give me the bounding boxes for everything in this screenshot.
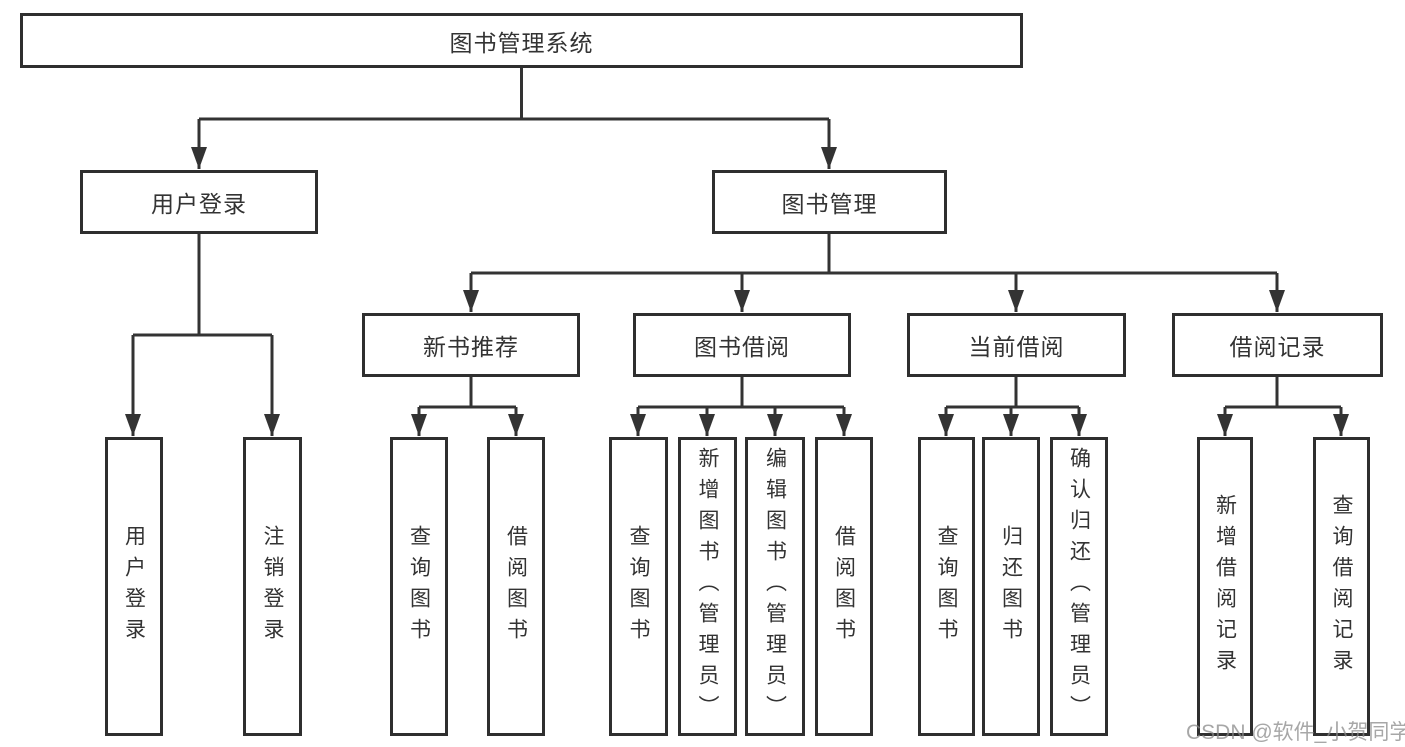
leaf-edit-book-admin: 编辑图书（管理员） xyxy=(745,437,805,736)
leaf-query-borrow-record: 查询借阅记录 xyxy=(1313,437,1370,736)
leaf-borrow-book: 借阅图书 xyxy=(815,437,873,736)
leaf-confirm-return-admin: 确认归还（管理员） xyxy=(1050,437,1108,736)
leaf-logout: 注销登录 xyxy=(243,437,302,736)
leaf-user-login: 用户登录 xyxy=(105,437,163,736)
leaf-query-books-current: 查询图书 xyxy=(918,437,975,736)
leaf-return-book: 归还图书 xyxy=(982,437,1040,736)
node-root-system: 图书管理系统 xyxy=(20,13,1023,68)
leaf-borrow-books-recommend: 借阅图书 xyxy=(487,437,545,736)
node-user-login: 用户登录 xyxy=(80,170,318,234)
leaf-add-book-admin: 新增图书（管理员） xyxy=(678,437,737,736)
node-book-borrowing: 图书借阅 xyxy=(633,313,851,377)
csdn-watermark: CSDN @软件_小贺同学 xyxy=(1186,721,1405,744)
leaf-add-borrow-record: 新增借阅记录 xyxy=(1197,437,1253,736)
node-borrowing-records: 借阅记录 xyxy=(1172,313,1383,377)
leaf-query-books-borrow: 查询图书 xyxy=(609,437,668,736)
node-new-book-recommend: 新书推荐 xyxy=(362,313,580,377)
leaf-query-books-recommend: 查询图书 xyxy=(390,437,448,736)
node-book-management: 图书管理 xyxy=(712,170,947,234)
node-current-borrowing: 当前借阅 xyxy=(907,313,1126,377)
